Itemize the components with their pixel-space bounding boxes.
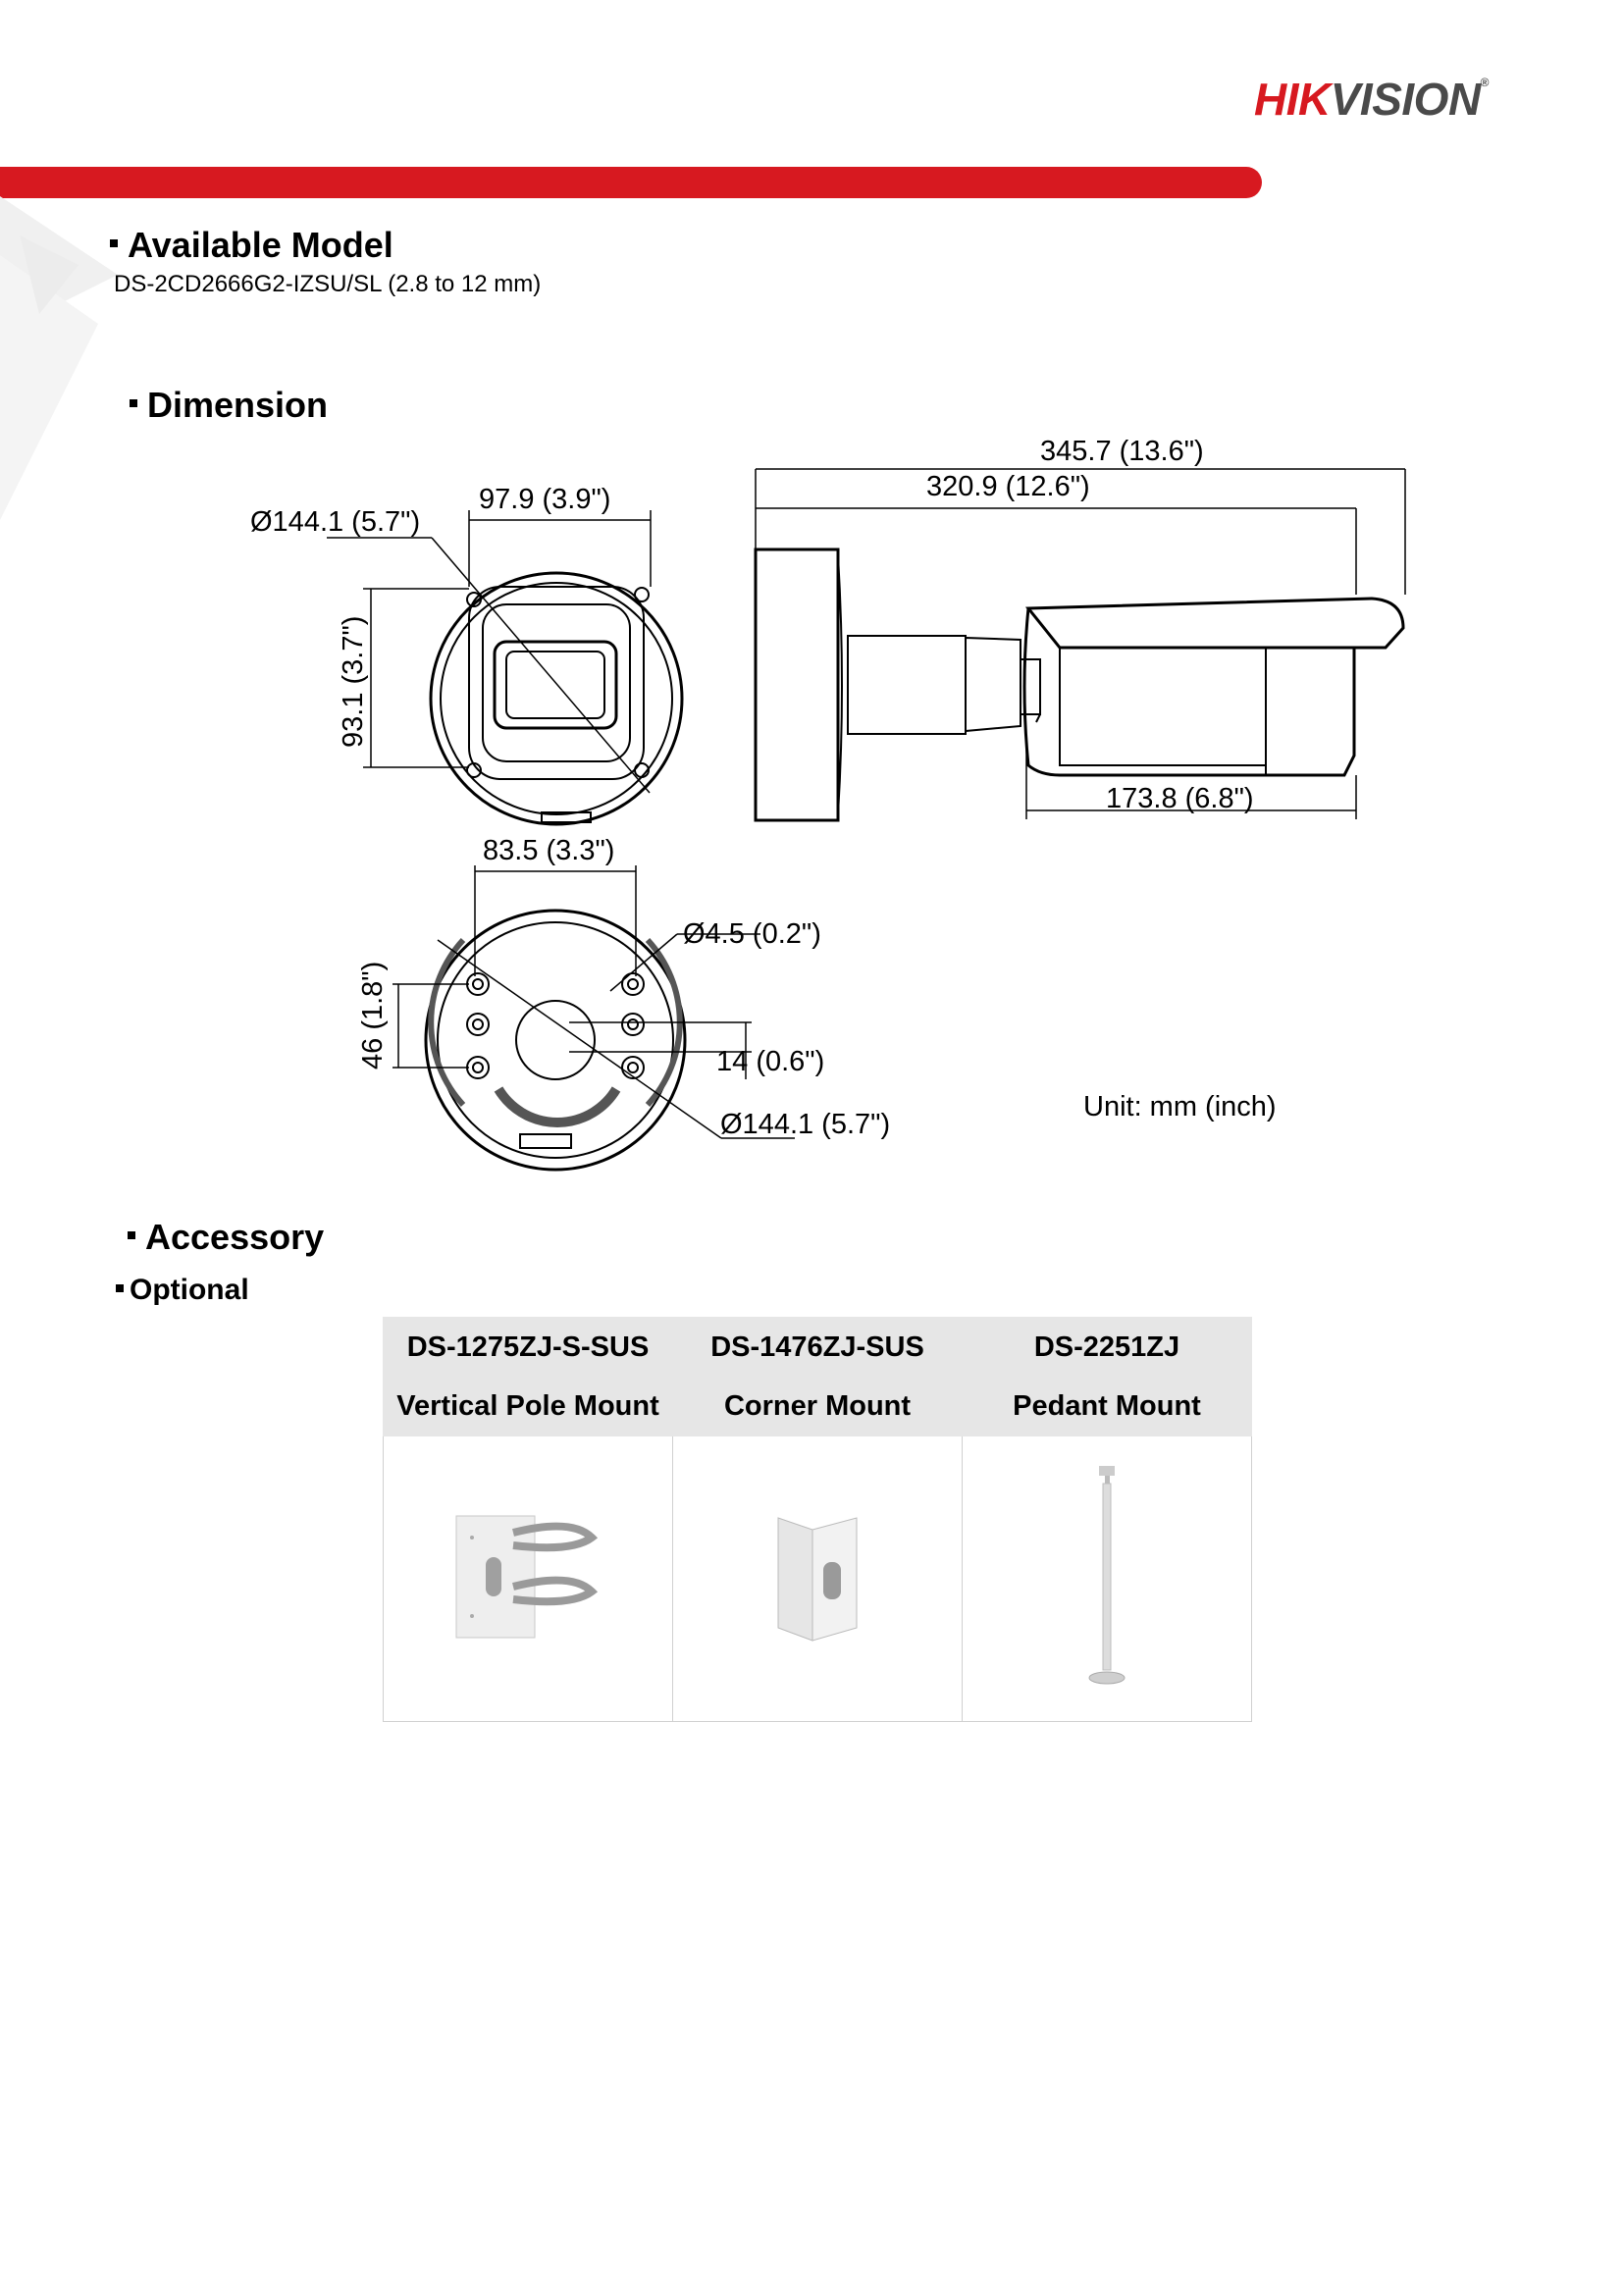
- dim-height-front: 93.1 (3.7"): [338, 615, 369, 748]
- bullet-icon: [110, 239, 118, 248]
- dimension-drawing: [327, 468, 1406, 1172]
- optional-subheading: Optional: [116, 1276, 249, 1305]
- dim-width-front: 97.9 (3.9"): [479, 484, 611, 515]
- header-red-bar: [0, 167, 1262, 198]
- vertical-pole-mount-image: [455, 1515, 599, 1638]
- available-model-heading: Available Model: [110, 228, 393, 263]
- watermark-decoration: [0, 196, 118, 520]
- model-number: DS-2CD2666G2-IZSU/SL (2.8 to 12 mm): [114, 271, 542, 297]
- accessory-table: DS-1275ZJ-S-SUS Vertical Pole Mount DS-1…: [383, 1317, 1252, 1722]
- pendant-mount-image: [1088, 1465, 1126, 1684]
- dim-offset: 14 (0.6"): [716, 1046, 825, 1077]
- dim-diameter-front: Ø144.1 (5.7"): [250, 506, 421, 538]
- dim-base-height: 46 (1.8"): [357, 961, 389, 1070]
- accessory-header-pendant: DS-2251ZJ Pedant Mount: [962, 1317, 1252, 1436]
- dim-hole-diameter: Ø4.5 (0.2"): [683, 918, 821, 950]
- bullet-icon: [116, 1284, 124, 1293]
- dim-total-length: 345.7 (13.6"): [1040, 436, 1204, 467]
- dim-length-320: 320.9 (12.6"): [926, 471, 1090, 502]
- base-view-drawing: [393, 865, 795, 1172]
- corner-mount-image: [777, 1516, 858, 1642]
- side-view-drawing: [754, 468, 1406, 822]
- pendant-mount-cell: [962, 1435, 1252, 1722]
- dim-diameter-base: Ø144.1 (5.7"): [720, 1109, 891, 1140]
- accessory-header-pole: DS-1275ZJ-S-SUS Vertical Pole Mount: [383, 1317, 673, 1436]
- accessory-header-corner: DS-1476ZJ-SUS Corner Mount: [672, 1317, 963, 1436]
- vertical-pole-mount-cell: [383, 1435, 673, 1722]
- bullet-icon: [130, 399, 137, 408]
- front-view-drawing: [327, 510, 684, 826]
- dim-base-width: 83.5 (3.3"): [483, 835, 615, 866]
- unit-label: Unit: mm (inch): [1083, 1091, 1277, 1122]
- dimension-heading: Dimension: [130, 388, 328, 423]
- corner-mount-cell: [672, 1435, 963, 1722]
- bullet-icon: [128, 1231, 135, 1240]
- accessory-heading: Accessory: [128, 1220, 324, 1255]
- hikvision-logo: HIKVISION®: [1254, 74, 1490, 125]
- dim-length-173: 173.8 (6.8"): [1106, 783, 1254, 814]
